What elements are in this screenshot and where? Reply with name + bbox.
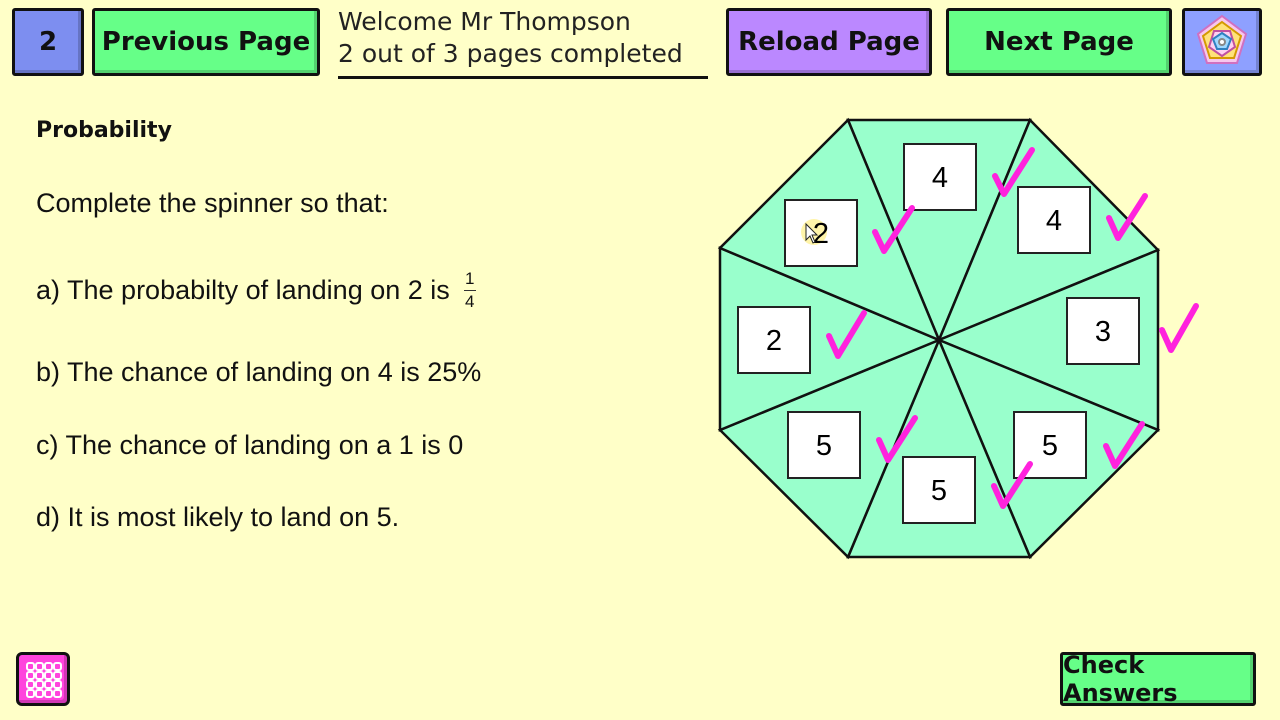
spinner-box[interactable]: 4 — [1017, 186, 1091, 254]
check-icon — [992, 147, 1035, 197]
check-icon — [826, 310, 867, 359]
question-a-text: a) The probabilty of landing on 2 is — [36, 275, 450, 305]
spinner-box-value: 5 — [931, 475, 947, 507]
question-a: a) The probabilty of landing on 2 is 1 4 — [36, 270, 476, 311]
spinner-boxes: 4 4 3 5 5 5 2 2 — [737, 143, 1140, 524]
fraction-bar — [463, 290, 476, 291]
spinner-box[interactable]: 5 — [787, 411, 861, 479]
spinner-box[interactable]: 2 — [737, 306, 811, 374]
correct-ticks — [826, 147, 1199, 509]
spinner-box[interactable]: 3 — [1066, 297, 1140, 365]
fraction-denominator: 4 — [465, 292, 475, 311]
rose-pattern-icon — [1196, 14, 1248, 64]
section-title: Probability — [36, 118, 172, 143]
spinner-box[interactable]: 4 — [903, 143, 977, 211]
spinner-box-value: 2 — [766, 325, 782, 357]
spinner-box-value: 4 — [1046, 205, 1062, 237]
previous-page-button[interactable]: Previous Page — [92, 8, 320, 76]
reload-page-button[interactable]: Reload Page — [726, 8, 932, 76]
mouse-cursor-icon — [805, 222, 819, 244]
fraction: 1 4 — [463, 269, 476, 311]
check-icon — [1103, 421, 1145, 469]
check-icon — [991, 461, 1033, 509]
check-icon — [876, 415, 918, 463]
grid-menu-icon — [26, 662, 62, 698]
welcome-text: Welcome Mr Thompson — [338, 7, 631, 36]
check-icon — [1159, 303, 1199, 353]
spinner-box[interactable]: 5 — [1013, 411, 1087, 479]
next-page-button[interactable]: Next Page — [946, 8, 1172, 76]
spinner-box-value: 5 — [816, 430, 832, 462]
spinner-box[interactable]: 2 — [784, 199, 858, 267]
fraction-numerator: 1 — [465, 269, 475, 288]
question-c: c) The chance of landing on a 1 is 0 — [36, 430, 464, 460]
question-b: b) The chance of landing on 4 is 25% — [36, 357, 482, 387]
check-answers-button[interactable]: Check Answers — [1060, 651, 1256, 707]
page-number-button[interactable]: 2 — [12, 8, 84, 76]
instruction-text: Complete the spinner so that: — [36, 188, 389, 218]
logo-button[interactable] — [1182, 8, 1262, 76]
menu-button[interactable] — [16, 652, 70, 706]
spinner-box[interactable]: 5 — [902, 456, 976, 524]
question-d: d) It is most likely to land on 5. — [36, 502, 400, 532]
spinner-box-value: 3 — [1095, 316, 1111, 348]
spinner-box-value: 5 — [1042, 430, 1058, 462]
progress-text: 2 out of 3 pages completed — [338, 39, 683, 68]
check-icon — [1106, 193, 1148, 241]
spinner-box-value: 4 — [932, 162, 948, 194]
welcome-panel: Welcome Mr Thompson 2 out of 3 pages com… — [338, 6, 708, 79]
spinner-box-value: 2 — [813, 218, 829, 250]
check-icon — [872, 205, 915, 254]
